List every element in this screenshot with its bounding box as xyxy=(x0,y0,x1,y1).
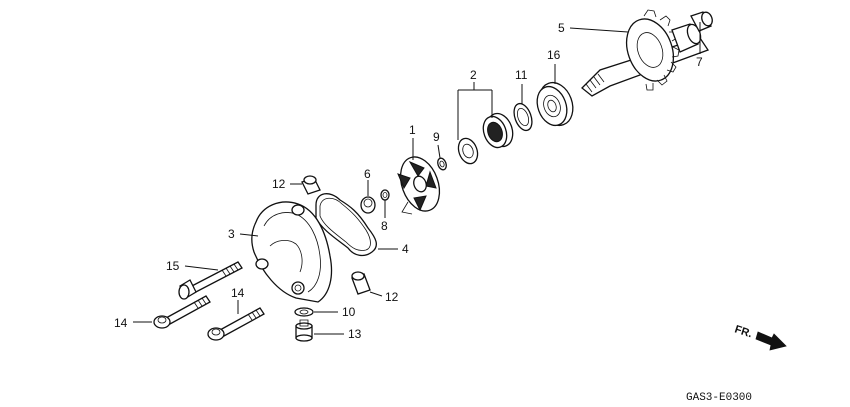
callout-labels: 5 7 16 11 2 1 9 6 8 12 3 4 15 12 14 14 1… xyxy=(114,21,703,341)
leader-lines xyxy=(133,22,701,335)
part-2-mechanical-seal xyxy=(457,112,514,165)
part-14-flange-bolt-left xyxy=(153,295,211,329)
part-5-gear-shaft xyxy=(581,9,709,97)
part-10-sealing-washer xyxy=(294,307,314,317)
part-7-collar xyxy=(690,11,713,32)
part-13-drain-bolt xyxy=(295,319,313,342)
callout-16: 16 xyxy=(547,48,561,62)
callout-6: 6 xyxy=(364,167,371,181)
callout-14-upper: 14 xyxy=(231,286,245,300)
callout-11: 11 xyxy=(515,68,528,82)
callout-7: 7 xyxy=(696,55,703,69)
callout-3: 3 xyxy=(228,227,235,241)
part-12-dowel-upper xyxy=(301,175,321,195)
part-9-washer xyxy=(437,157,447,171)
callout-13: 13 xyxy=(348,327,362,341)
front-direction-indicator: FR. xyxy=(733,323,787,351)
part-4-gasket xyxy=(315,193,378,257)
callout-9: 9 xyxy=(433,130,440,144)
callout-4: 4 xyxy=(402,242,409,256)
part-11-snap-ring xyxy=(513,102,533,132)
callout-8: 8 xyxy=(381,219,388,233)
front-direction-label: FR. xyxy=(733,323,754,340)
callout-5: 5 xyxy=(558,21,565,35)
part-14-flange-bolt-right xyxy=(207,307,265,341)
callout-1: 1 xyxy=(409,123,416,137)
callout-15: 15 xyxy=(166,259,180,273)
part-15-bolt xyxy=(178,261,243,300)
callout-2: 2 xyxy=(470,68,477,82)
part-8-washer xyxy=(380,189,390,201)
diagram-code: GAS3-E0300 xyxy=(686,392,752,404)
callout-10: 10 xyxy=(342,305,356,319)
part-6-cap xyxy=(360,196,376,214)
part-3-pump-cover xyxy=(251,201,333,303)
part-1-impeller xyxy=(397,156,441,215)
callout-12-lower: 12 xyxy=(385,290,399,304)
part-16-bearing xyxy=(536,81,574,127)
front-arrow-icon xyxy=(755,331,787,351)
callout-12-upper: 12 xyxy=(272,177,286,191)
part-12-dowel-lower xyxy=(351,271,371,295)
callout-14-lower: 14 xyxy=(114,316,128,330)
